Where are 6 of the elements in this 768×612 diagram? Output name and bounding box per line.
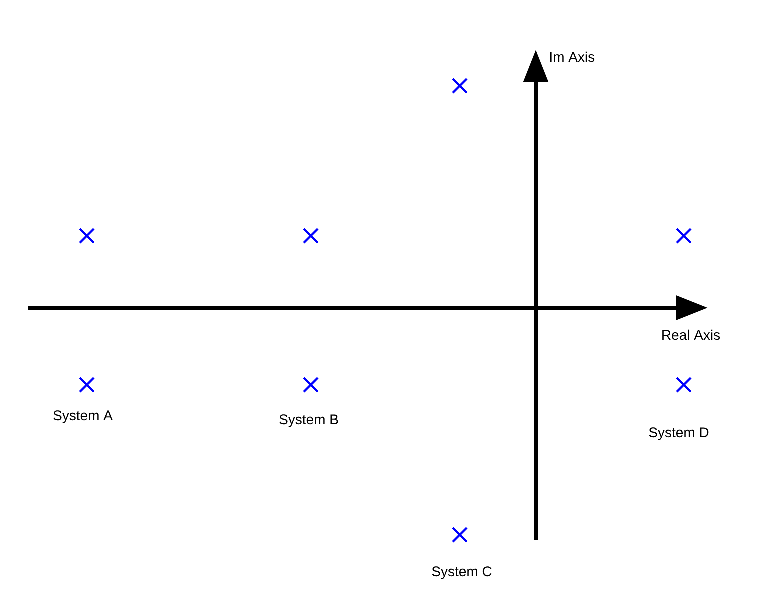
system-label: System A — [54, 410, 113, 424]
axis-label: Im Axis — [550, 52, 595, 62]
system-label: System D — [649, 428, 709, 440]
axis-label: Real Axis — [662, 330, 720, 340]
system-label: System C — [432, 566, 492, 580]
system-label: System B — [280, 414, 338, 428]
